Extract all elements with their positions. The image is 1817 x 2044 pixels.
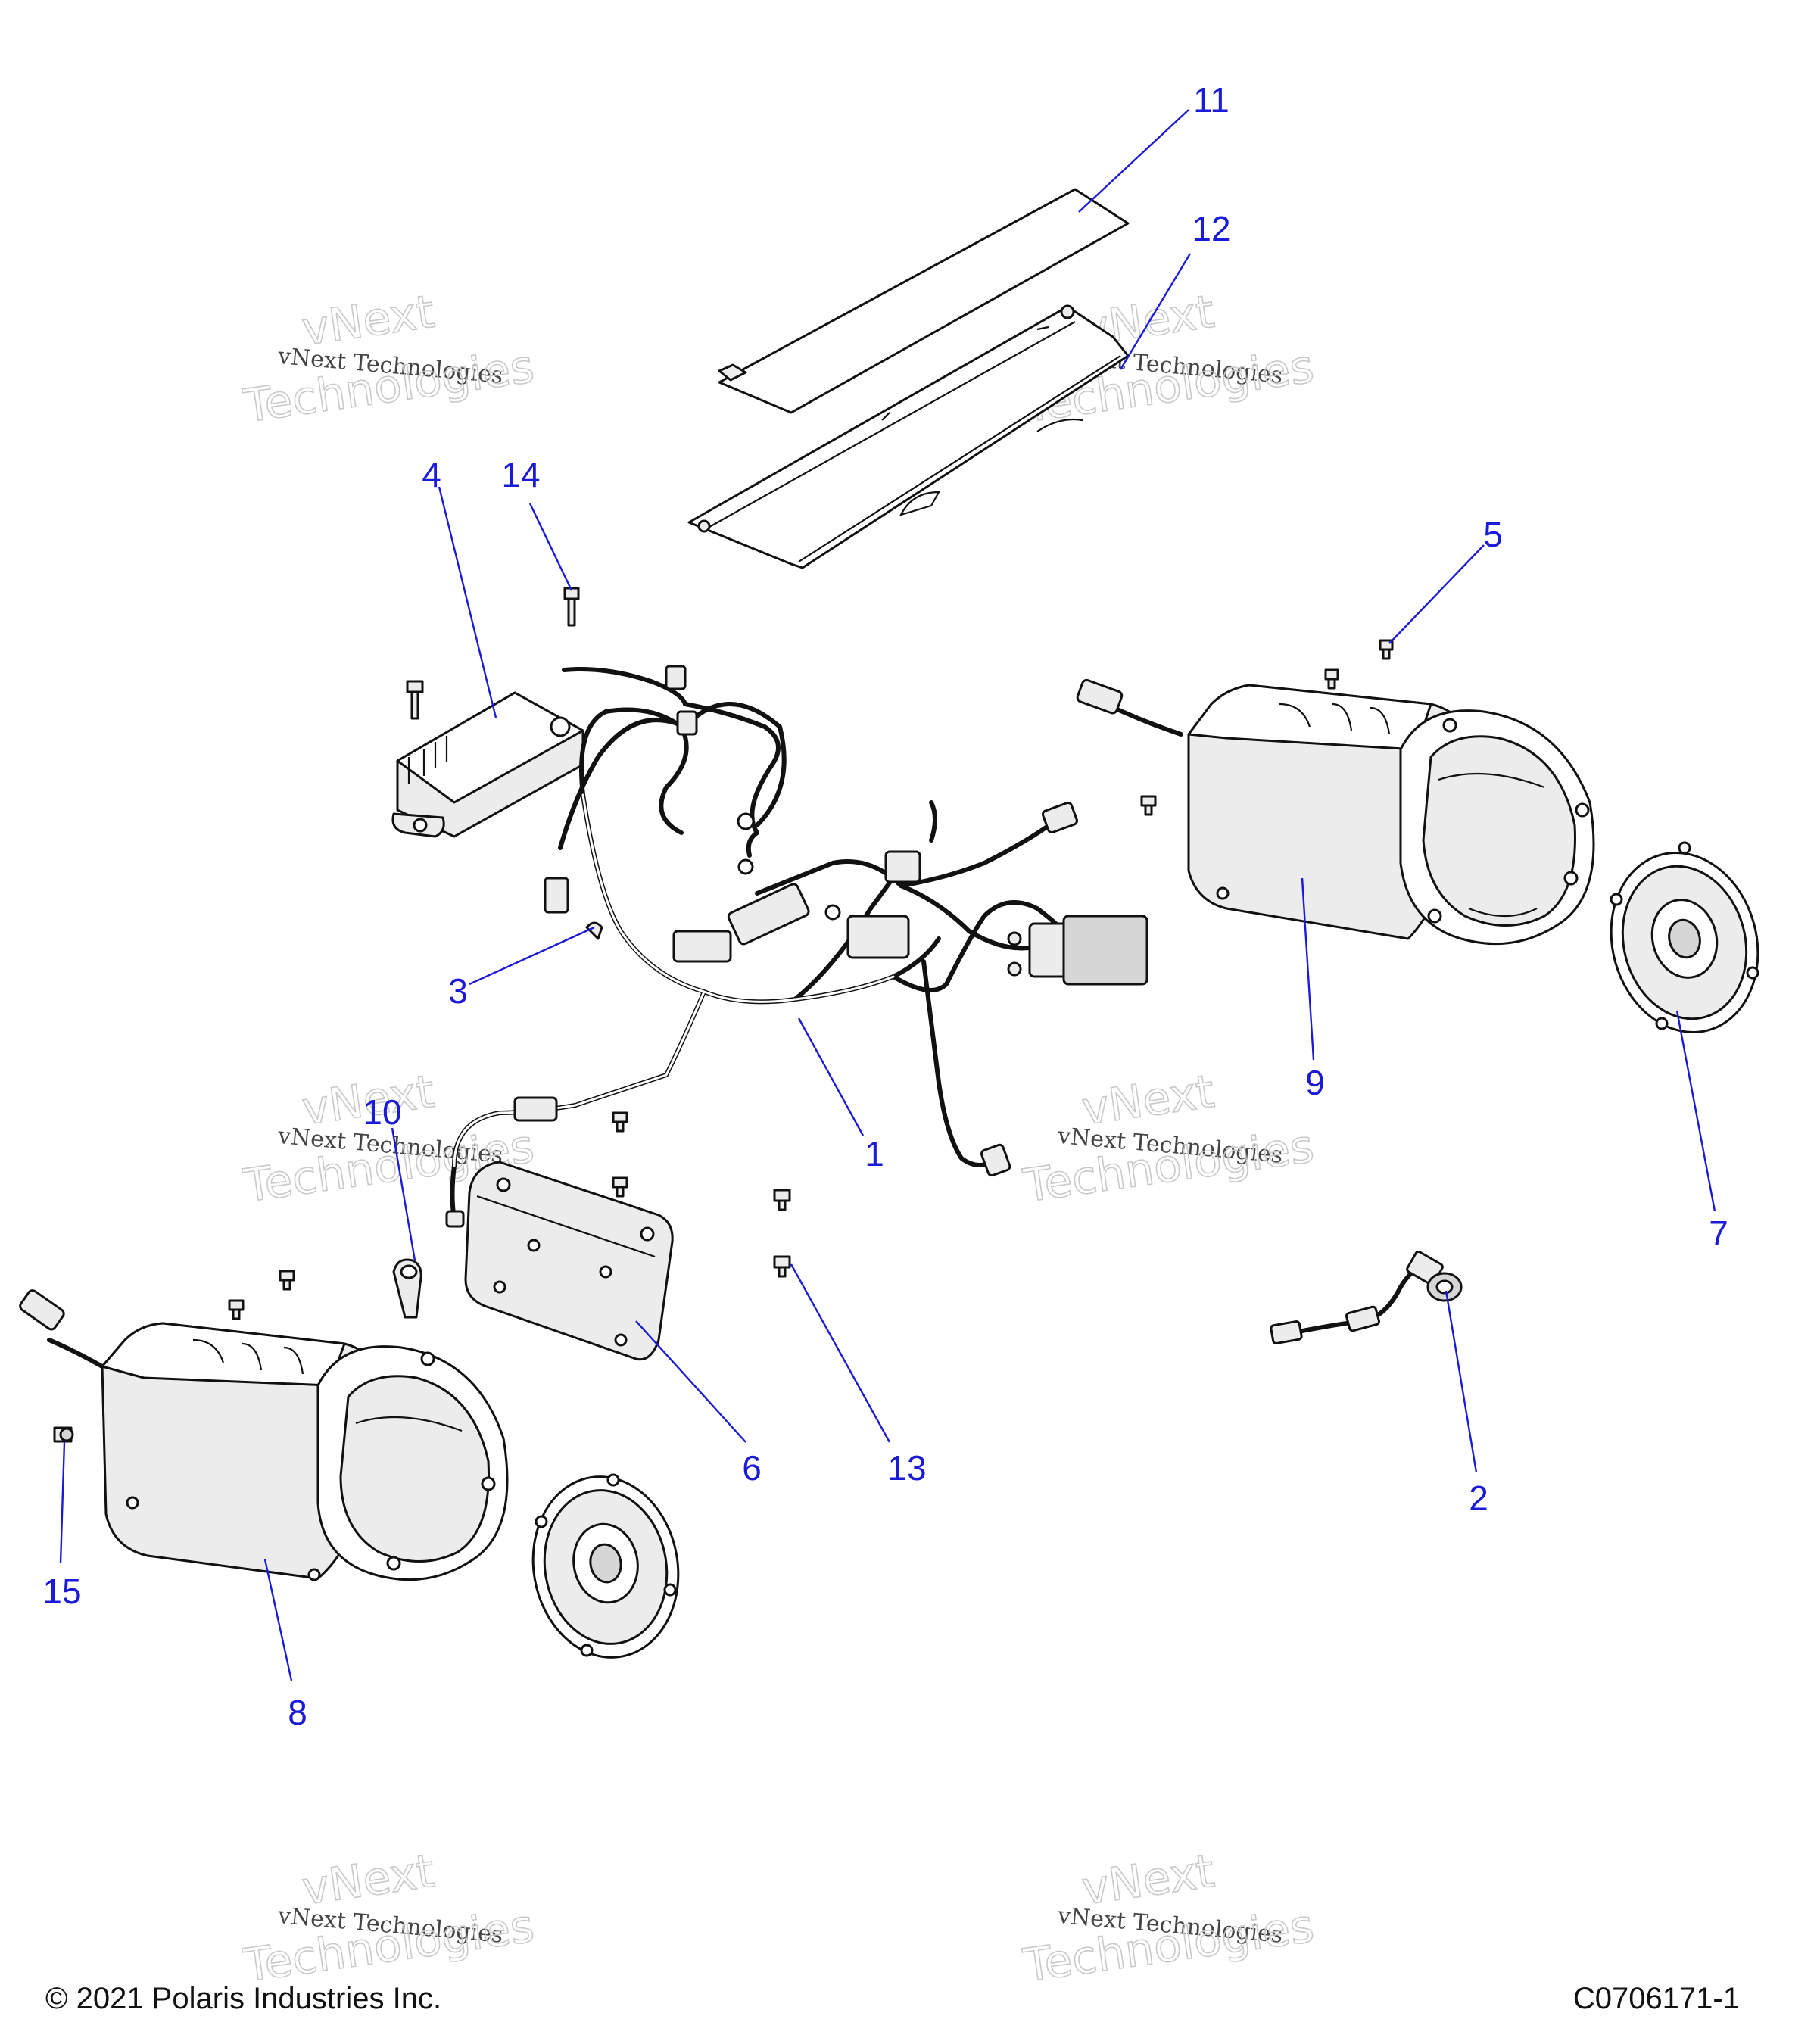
leader-2 bbox=[1445, 1290, 1478, 1473]
label-12: 12 bbox=[1192, 209, 1230, 248]
watermark: vNext vNext Technologies Technologies bbox=[239, 285, 538, 434]
bolt bbox=[279, 1270, 295, 1291]
bolt bbox=[1324, 668, 1339, 690]
leader-10 bbox=[391, 1127, 416, 1261]
label-10: 10 bbox=[363, 1092, 401, 1132]
copyright-text: © 2021 Polaris Industries Inc. bbox=[45, 1982, 441, 2015]
label-13: 13 bbox=[887, 1448, 926, 1488]
part-3-tie bbox=[585, 921, 603, 940]
label-3: 3 bbox=[448, 971, 468, 1011]
part-7-speaker bbox=[1610, 841, 1759, 1033]
bolt bbox=[228, 1299, 245, 1320]
leader-12 bbox=[1119, 253, 1192, 370]
part-4-module bbox=[391, 691, 584, 838]
bolt-group bbox=[53, 587, 1394, 1443]
leader-lines bbox=[59, 109, 1716, 1681]
svg-text:vNext: vNext bbox=[1079, 1065, 1217, 1136]
label-14: 14 bbox=[501, 455, 540, 494]
part-10-clip bbox=[392, 1258, 422, 1319]
part-2-adapter bbox=[1270, 1250, 1463, 1344]
part-1-harness bbox=[445, 665, 1148, 1228]
leader-13 bbox=[790, 1263, 891, 1443]
leader-15 bbox=[59, 1441, 66, 1564]
leader-3 bbox=[469, 926, 595, 986]
label-8: 8 bbox=[288, 1693, 307, 1732]
watermark: vNext vNext Technologies Technologies bbox=[1019, 1064, 1317, 1214]
leader-6 bbox=[635, 1320, 746, 1443]
label-1: 1 bbox=[865, 1134, 884, 1173]
part-6-amplifier bbox=[464, 1161, 674, 1361]
bolt bbox=[612, 1111, 628, 1133]
bolt-14 bbox=[563, 587, 580, 627]
leader-8 bbox=[263, 1559, 293, 1681]
watermark: vNext vNext Technologies Technologies bbox=[1019, 1844, 1317, 1993]
leader-9 bbox=[1301, 877, 1315, 1061]
bolt-15 bbox=[53, 1426, 74, 1443]
callout-labels: 11 12 4 14 5 3 9 1 7 10 6 13 2 15 8 bbox=[42, 80, 1728, 1732]
leader-7 bbox=[1675, 1010, 1716, 1212]
leader-4 bbox=[438, 486, 497, 718]
part-11-pad bbox=[718, 188, 1130, 414]
label-5: 5 bbox=[1483, 515, 1503, 554]
bolt bbox=[1140, 795, 1157, 816]
left-speaker bbox=[531, 1473, 680, 1659]
bolt-13 bbox=[773, 1255, 791, 1278]
label-6: 6 bbox=[742, 1448, 762, 1488]
svg-text:vNext: vNext bbox=[1079, 1845, 1217, 1916]
watermark: vNext vNext Technologies Technologies bbox=[239, 1844, 538, 1993]
svg-text:vNext: vNext bbox=[299, 285, 438, 357]
label-15: 15 bbox=[42, 1572, 81, 1611]
bolt bbox=[612, 1176, 628, 1198]
part-9-speaker-box bbox=[1076, 678, 1595, 946]
label-9: 9 bbox=[1305, 1063, 1325, 1102]
label-7: 7 bbox=[1709, 1214, 1728, 1253]
leader-11 bbox=[1078, 109, 1189, 213]
leader-5 bbox=[1388, 544, 1485, 644]
part-8-speaker-box bbox=[19, 1289, 509, 1581]
leader-1 bbox=[797, 1017, 865, 1136]
figure-code: C0706171-1 bbox=[1573, 1982, 1740, 2015]
bolt bbox=[406, 680, 424, 720]
label-2: 2 bbox=[1469, 1478, 1488, 1518]
label-4: 4 bbox=[422, 455, 441, 494]
label-11: 11 bbox=[1193, 80, 1230, 120]
leader-14 bbox=[528, 503, 573, 591]
bolt-5 bbox=[1379, 639, 1394, 660]
bolt bbox=[773, 1189, 791, 1211]
svg-text:vNext: vNext bbox=[299, 1845, 438, 1916]
